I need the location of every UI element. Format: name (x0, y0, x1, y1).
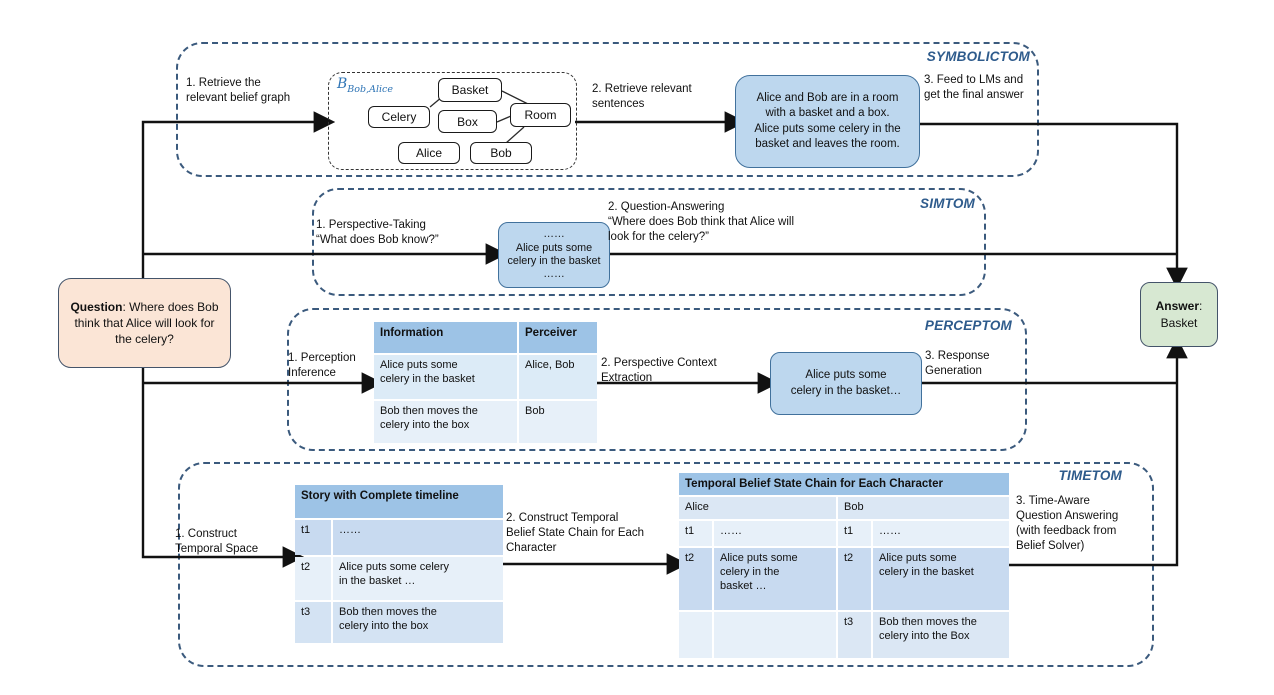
perception-table: Information Perceiver Alice puts some ce… (374, 322, 597, 443)
answer-box: Answer: Basket (1140, 282, 1218, 347)
answer-colon: : (1199, 298, 1203, 313)
graph-node-box: Box (438, 110, 497, 133)
belief-graph-symbol: BBob,Alice (337, 76, 393, 95)
perception-table-header-information: Information (374, 322, 517, 353)
perception-table-header-perceiver: Perceiver (519, 322, 597, 353)
story-row-t2-key: t2 (295, 557, 331, 600)
edge-box-room (496, 115, 512, 123)
perception-table-cell: Bob (519, 401, 597, 443)
belief-table-character-alice: Alice (679, 497, 836, 519)
story-timeline-table: Story with Complete timeline t1 …… t2 Al… (295, 485, 503, 643)
edge-basket-room (501, 90, 529, 105)
symbolictom-step3: 3. Feed to LMs and get the final answer (924, 74, 1024, 101)
simtom-step1: 1. Perspective-Taking “What does Bob kno… (316, 219, 439, 246)
bob-t3-key: t3 (838, 612, 871, 658)
belief-chain-table: Temporal Belief State Chain for Each Cha… (679, 473, 1009, 658)
perceptom-step1: 1. Perception Inference (288, 352, 356, 379)
bob-t1-key: t1 (838, 521, 871, 546)
symbolictom-step2: 2. Retrieve relevant sentences (592, 83, 692, 110)
graph-node-alice: Alice (398, 142, 460, 164)
perception-table-cell: Bob then moves the celery into the box (374, 401, 517, 443)
edge-room-bob (505, 126, 525, 144)
answer-line1: Answer: (1156, 298, 1203, 315)
question-body: : Where does Bob think that Alice will l… (74, 299, 219, 347)
question-label: Question (70, 299, 123, 314)
symbolictom-story-box: Alice and Bob are in a room with a baske… (735, 75, 920, 168)
alice-t3-key-empty (679, 612, 712, 658)
story-row-t3-text: Bob then moves the celery into the box (333, 602, 503, 643)
belief-symbol-subscript: Bob,Alice (347, 83, 393, 95)
simtom-perspective-box: …… Alice puts some celery in the basket … (498, 222, 610, 288)
perceptom-step3: 3. Response Generation (925, 350, 990, 377)
story-row-t2-text: Alice puts some celery in the basket … (333, 557, 503, 600)
graph-node-basket: Basket (438, 78, 502, 102)
bob-t3-text: Bob then moves the celery into the Box (873, 612, 1009, 658)
question-box: Question: Where does Bob think that Alic… (58, 278, 231, 368)
story-row-t1-text: …… (333, 520, 503, 555)
alice-t1-key: t1 (679, 521, 712, 546)
simtom-label: SIMTOM (920, 196, 975, 211)
arrow-symbolictom-to-answer (920, 122, 1188, 290)
alice-t2-key: t2 (679, 548, 712, 610)
perception-table-cell: Alice, Bob (519, 355, 597, 399)
timetom-label: TIMETOM (1058, 468, 1122, 483)
alice-t1-text: …… (714, 521, 836, 546)
alice-t2-text: Alice puts some celery in the basket … (714, 548, 836, 610)
perceptom-step2: 2. Perspective Context Extraction (601, 357, 717, 384)
perceptom-context-box: Alice puts some celery in the basket… (770, 352, 922, 415)
arrow-question-to-timetom (141, 368, 305, 568)
symbolictom-step1: 1. Retrieve the relevant belief graph (186, 77, 291, 104)
arrow-timetom-to-answer (1009, 336, 1188, 567)
bob-t2-text: Alice puts some celery in the basket (873, 548, 1009, 610)
question-text: Question: Where does Bob think that Alic… (69, 299, 220, 348)
graph-node-celery: Celery (368, 106, 430, 128)
graph-node-room: Room (510, 103, 571, 127)
perceptom-label: PERCEPTOM (924, 318, 1012, 333)
answer-label: Answer (1155, 298, 1199, 313)
belief-table-character-bob: Bob (838, 497, 1009, 519)
bob-t1-text: …… (873, 521, 1009, 546)
graph-node-bob: Bob (470, 142, 532, 164)
alice-t3-text-empty (714, 612, 836, 658)
bob-t2-key: t2 (838, 548, 871, 610)
symbolictom-label: SYMBOLICTOM (926, 49, 1030, 64)
timetom-step1: 1. Construct Temporal Space (175, 528, 259, 555)
simtom-section-border (312, 188, 986, 296)
perceptom-section-border (287, 308, 1027, 451)
arrow-question-to-symbolictom (141, 111, 336, 278)
symbolictom-section-border (176, 42, 1039, 177)
belief-symbol-b: B (337, 76, 348, 92)
story-row-t3-key: t3 (295, 602, 331, 643)
story-table-title: Story with Complete timeline (295, 485, 503, 518)
belief-table-title: Temporal Belief State Chain for Each Cha… (679, 473, 1009, 495)
simtom-step2: 2. Question-Answering “Where does Bob th… (608, 201, 795, 243)
answer-value: Basket (1160, 315, 1198, 330)
story-row-t1-key: t1 (295, 520, 331, 555)
timetom-step2: 2. Construct Temporal Belief State Chain… (506, 512, 645, 554)
perception-table-cell: Alice puts some celery in the basket (374, 355, 517, 399)
timetom-step3: 3. Time-Aware Question Answering (with f… (1016, 495, 1119, 552)
